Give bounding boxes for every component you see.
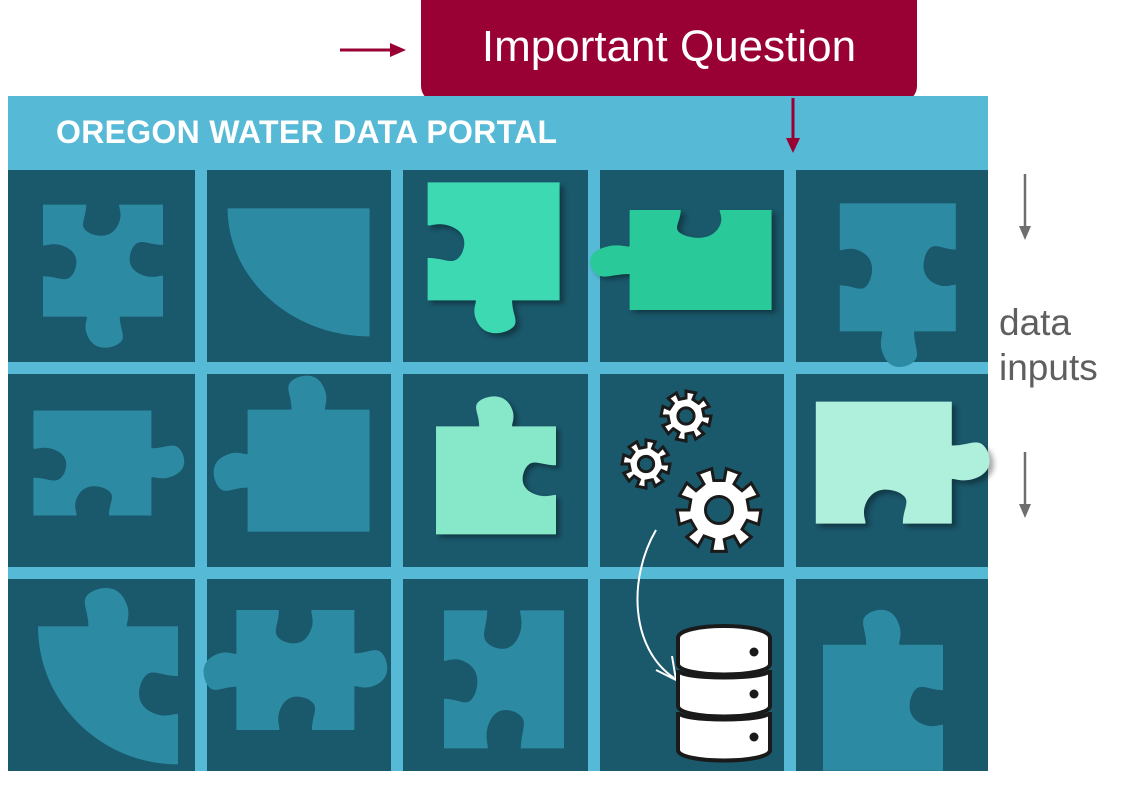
- puzzle-piece-icon: [214, 376, 370, 532]
- database-icon: [676, 624, 772, 763]
- side-down-arrow-top-icon: [1019, 174, 1031, 240]
- side-down-arrow-bottom-icon: [1019, 452, 1031, 518]
- puzzle-piece-icon: [823, 609, 943, 771]
- puzzle-piece-icon: [227, 208, 370, 337]
- data-inputs-label: data inputs: [999, 300, 1098, 390]
- puzzle-piece-icon: [839, 203, 956, 367]
- puzzle-piece-icon: [590, 210, 772, 310]
- puzzle-piece-icon: [203, 610, 387, 730]
- puzzle-piece-icon: [38, 587, 178, 764]
- puzzle-piece-icon: [427, 182, 560, 333]
- puzzle-piece-icon: [815, 401, 990, 524]
- data-inputs-line2: inputs: [999, 347, 1098, 388]
- puzzle-piece-icon: [444, 609, 564, 748]
- puzzle-piece-icon: [436, 395, 556, 534]
- puzzle-grid: [8, 170, 990, 771]
- important-question-box: Important Question: [421, 0, 917, 102]
- question-down-arrow-icon: [786, 98, 800, 153]
- gears-icon: [620, 389, 763, 553]
- puzzle-piece-icon: [33, 410, 184, 515]
- data-inputs-line1: data: [999, 302, 1072, 343]
- portal-title: OREGON WATER DATA PORTAL: [56, 114, 558, 150]
- puzzle-piece-icon: [43, 204, 163, 349]
- right-arrow-icon: [340, 43, 406, 57]
- important-question-label: Important Question: [481, 22, 857, 71]
